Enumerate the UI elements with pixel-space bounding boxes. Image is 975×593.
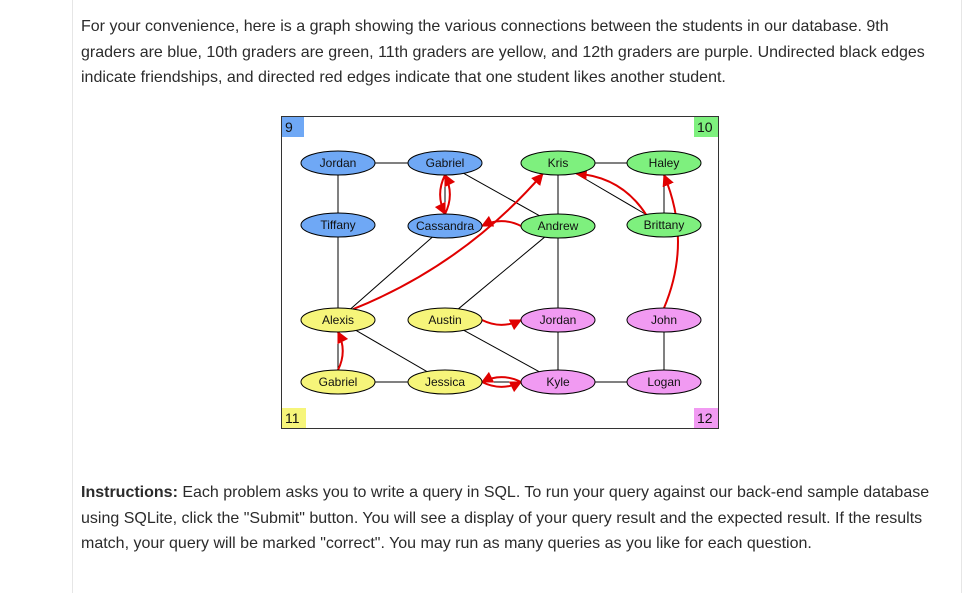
student-node-alexis: Alexis [300,307,376,333]
friendship-edge [350,236,433,310]
node-label: Andrew [538,219,579,233]
student-node-jordan9: Jordan [300,150,376,176]
like-edge [337,330,349,371]
friendship-edge [575,173,647,215]
node-label: John [651,313,677,327]
node-ellipse [520,369,596,395]
node-ellipse [407,150,483,176]
instructions-label: Instructions: [81,484,178,501]
node-ellipse [300,369,376,395]
node-ellipse [300,150,376,176]
intro-paragraph: For your convenience, here is a graph sh… [81,18,925,86]
grade-9-label: 9 [282,117,304,137]
node-label: Austin [428,313,461,327]
student-node-kris: Kris [520,150,596,176]
node-label: Cassandra [416,219,474,233]
node-ellipse [626,307,702,333]
node-label: Gabriel [426,156,465,170]
grade-11-label: 11 [282,408,306,428]
student-node-gabriel9: Gabriel [407,150,483,176]
like-edge [434,174,446,216]
friendship-edge [463,329,540,373]
node-label: Alexis [322,313,354,327]
node-ellipse [407,307,483,333]
grade-12-label: 12 [694,408,718,428]
node-label: Tiffany [320,218,355,232]
node-label: Jordan [540,313,577,327]
node-label: Brittany [644,218,685,232]
student-node-jordan12: Jordan [520,307,596,333]
node-label: Jordan [320,156,357,170]
node-label: Logan [647,375,680,389]
node-ellipse [300,212,376,238]
node-ellipse [300,307,376,333]
student-node-haley: Haley [626,150,702,176]
friendship-edge [355,330,428,372]
like-edge [444,173,456,215]
node-label: Kris [548,156,569,170]
node-ellipse [626,369,702,395]
like-edge [352,173,544,311]
instructions-paragraph: Instructions: Each problem asks you to w… [81,480,931,557]
friendship-edge [458,236,545,310]
node-ellipse [520,307,596,333]
node-ellipse [626,212,702,238]
node-label: Kyle [546,375,570,389]
node-ellipse [407,213,483,239]
node-ellipse [520,213,596,239]
student-node-kyle: Kyle [520,369,596,395]
student-node-tiffany: Tiffany [300,212,376,238]
like-edge [480,215,522,227]
node-label: Jessica [425,375,465,389]
student-node-austin: Austin [407,307,483,333]
student-node-gabriel11: Gabriel [300,369,376,395]
grade-10-label: 10 [694,117,718,137]
node-ellipse [626,150,702,176]
student-node-andrew: Andrew [520,213,596,239]
like-edge [481,319,523,331]
node-label: Haley [649,156,680,170]
like-edge [574,168,647,216]
student-node-cassandra: Cassandra [407,213,483,239]
instructions-text: Each problem asks you to write a query i… [81,484,930,552]
student-node-brittany: Brittany [626,212,702,238]
like-edge [480,371,522,383]
node-ellipse [407,369,483,395]
student-node-logan: Logan [626,369,702,395]
like-edge [662,173,679,309]
node-label: Gabriel [319,375,358,389]
node-ellipse [520,150,596,176]
student-node-jessica: Jessica [407,369,483,395]
like-edge [481,381,523,393]
friendship-edge [463,172,540,217]
student-node-john: John [626,307,702,333]
